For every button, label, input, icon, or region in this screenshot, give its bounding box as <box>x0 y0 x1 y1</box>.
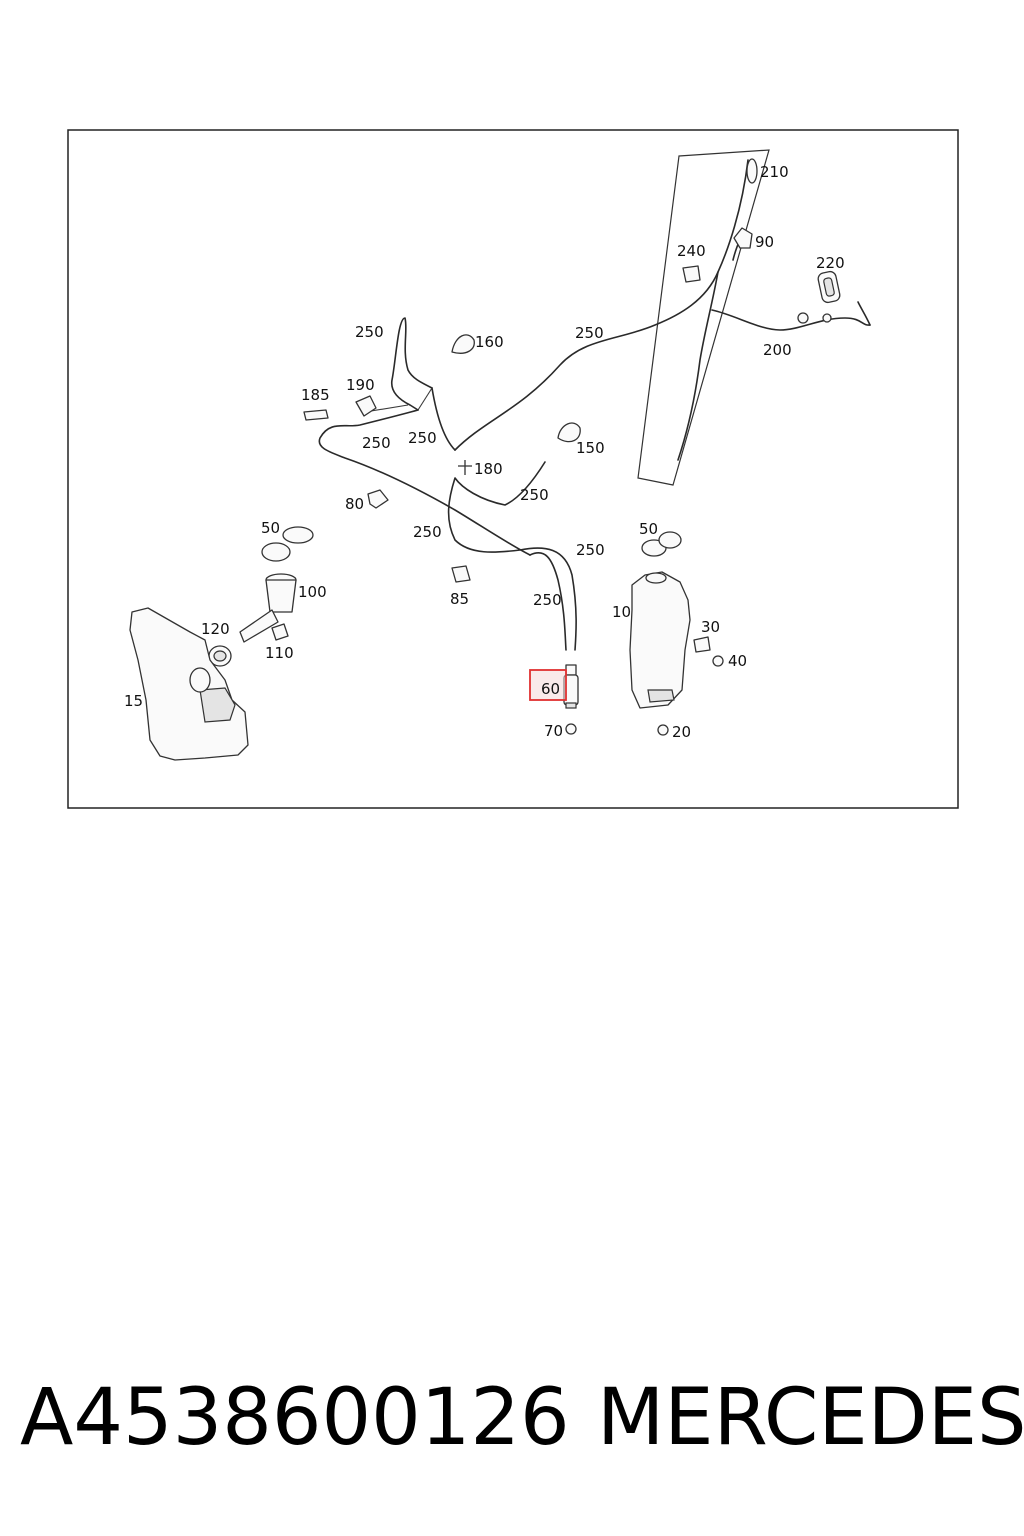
part-200-connector <box>797 312 832 324</box>
part-85-holder <box>451 565 471 583</box>
label-50-right: 50 <box>639 520 658 538</box>
part-30-nut <box>693 636 711 653</box>
label-160: 160 <box>475 333 504 351</box>
part-190-clip <box>355 395 377 417</box>
label-100: 100 <box>298 583 327 601</box>
brand-caption: MERCEDES <box>597 1373 1024 1463</box>
label-85: 85 <box>450 590 469 608</box>
label-50-left: 50 <box>261 519 280 537</box>
label-220: 220 <box>816 254 845 272</box>
callout-labels: 210 90 240 220 200 250 250 160 185 190 2… <box>124 163 845 741</box>
part-110-bracket <box>271 623 289 641</box>
part-185-clip <box>303 409 329 421</box>
label-150: 150 <box>576 439 605 457</box>
part-160-nozzle <box>451 334 475 354</box>
label-250-bottom: 250 <box>533 591 562 609</box>
part-50-cap-left <box>261 526 314 562</box>
label-80: 80 <box>345 495 364 513</box>
label-200: 200 <box>763 341 792 359</box>
label-20: 20 <box>672 723 691 741</box>
label-90: 90 <box>755 233 774 251</box>
highlight-box-60 <box>529 669 567 701</box>
label-70: 70 <box>544 722 563 740</box>
label-250-top-center: 250 <box>575 324 604 342</box>
label-120: 120 <box>201 620 230 638</box>
part-80-holder <box>367 489 389 509</box>
label-60: 60 <box>541 680 560 698</box>
label-240: 240 <box>677 242 706 260</box>
label-250-lower-left: 250 <box>413 523 442 541</box>
part-180-tee <box>458 460 472 475</box>
label-210: 210 <box>760 163 789 181</box>
label-190: 190 <box>346 376 375 394</box>
part-240-bracket <box>682 265 701 283</box>
part-50-cap-right <box>641 531 682 557</box>
label-40: 40 <box>728 652 747 670</box>
washer-hoses <box>318 159 871 651</box>
part-10-reservoir <box>629 571 691 709</box>
label-10: 10 <box>612 603 631 621</box>
part-40-screw <box>712 655 724 667</box>
label-250-top-left: 250 <box>355 323 384 341</box>
label-110: 110 <box>265 644 294 662</box>
label-15: 15 <box>124 692 143 710</box>
part-100-filler-neck <box>239 573 297 643</box>
windshield-strip <box>637 149 770 486</box>
label-250-lower-right: 250 <box>576 541 605 559</box>
label-250-mid: 250 <box>408 429 437 447</box>
part-number-caption: A4538600126 <box>20 1373 570 1463</box>
part-150-nozzle <box>557 422 581 443</box>
part-210-nozzle <box>746 158 758 184</box>
label-250-right-mid: 250 <box>520 486 549 504</box>
part-220-grommet <box>817 270 841 304</box>
label-30: 30 <box>701 618 720 636</box>
label-185: 185 <box>301 386 330 404</box>
label-250-mid-left: 250 <box>362 434 391 452</box>
label-180: 180 <box>474 460 503 478</box>
part-15-reservoir <box>129 607 249 761</box>
part-20-clip <box>657 724 669 736</box>
part-90-clip <box>733 227 753 249</box>
part-70-grommet <box>565 723 577 735</box>
